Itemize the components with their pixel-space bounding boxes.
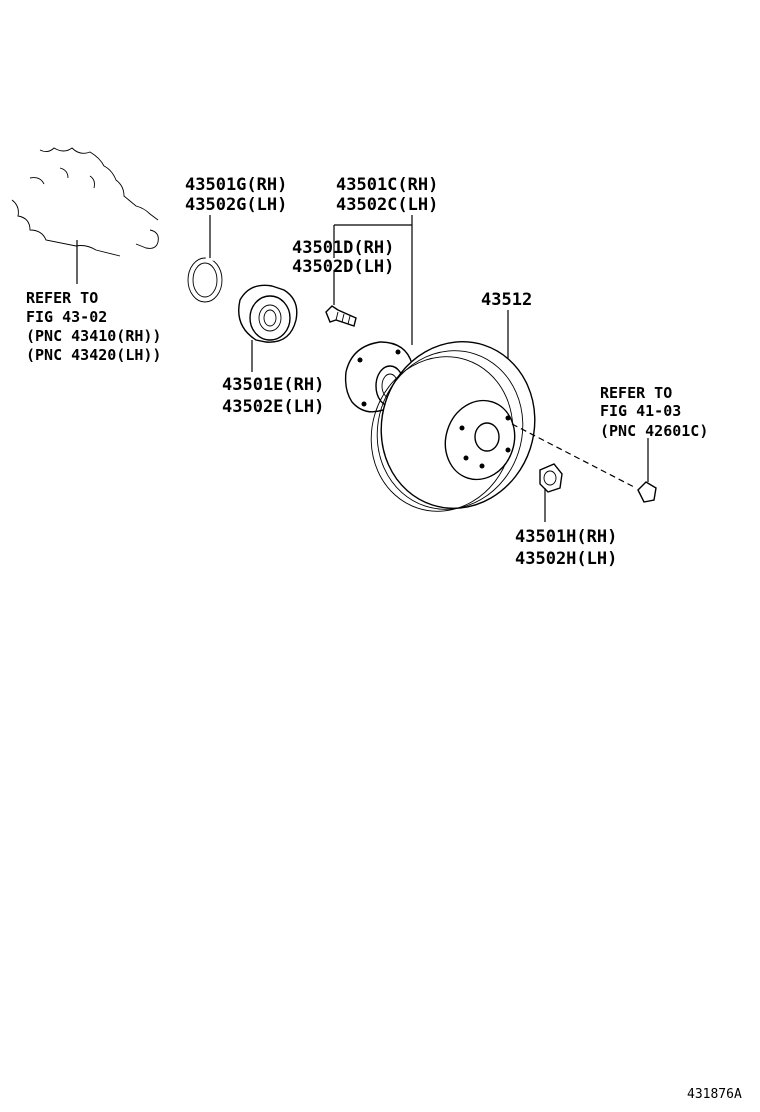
refer-left-line1: REFER TO: [26, 289, 98, 307]
label-43501g: 43501G(RH): [185, 175, 287, 195]
hub-bearing: [238, 284, 298, 343]
disc-rotor: [370, 341, 536, 512]
label-43512: 43512: [481, 290, 532, 310]
label-43501d: 43501D(RH): [292, 238, 394, 258]
figure-id: 431876A: [687, 1087, 742, 1102]
refer-left-line3: (PNC 43410(RH)): [26, 327, 161, 345]
label-43501e: 43501E(RH): [222, 375, 324, 395]
refer-left-line4: (PNC 43420(LH)): [26, 346, 161, 364]
label-43502e: 43502E(LH): [222, 397, 324, 417]
wheel-bolt: [637, 481, 657, 503]
refer-right-line1: REFER TO: [600, 384, 672, 402]
refer-left-line2: FIG 43-02: [26, 308, 107, 326]
hub-nut: [539, 463, 563, 493]
label-43501h: 43501H(RH): [515, 527, 617, 547]
leader-lines: [76, 215, 649, 522]
center-line: [511, 423, 637, 489]
snap-ring: [187, 255, 223, 303]
refer-right-line3: (PNC 42601C): [600, 422, 708, 440]
label-43502c: 43502C(LH): [336, 195, 438, 215]
label-43502h: 43502H(LH): [515, 549, 617, 569]
label-43501c: 43501C(RH): [336, 175, 438, 195]
refer-right-line2: FIG 41-03: [600, 402, 681, 420]
label-43502d: 43502D(LH): [292, 257, 394, 277]
drive-shaft-illustration: [11, 147, 159, 257]
hub-bolt: [325, 305, 357, 327]
label-43502g: 43502G(LH): [185, 195, 287, 215]
